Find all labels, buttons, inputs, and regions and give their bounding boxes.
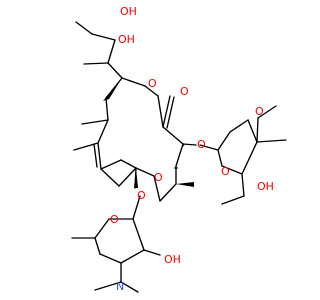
atom-label: O [137,189,146,202]
stereo-bonds [103,78,194,188]
atom-label: O [154,171,163,184]
sugar-ring-left [71,195,161,293]
molecule-canvas: OH OH O O O O O O O OH O OH N [71,5,287,293]
atom-label: O [148,77,157,90]
atom-label: O [110,213,119,226]
chemical-structure-diagram: OH OH O O O O O O O OH O OH N [71,5,287,293]
atom-label: N [116,280,124,293]
atom-label: OH [257,180,274,193]
atom-labels: OH OH O O O O O O O OH O OH N [110,5,274,293]
atom-label: OH [120,5,137,18]
sugar-ring-right [199,105,287,205]
atom-label: O [197,138,206,151]
atom-label: O [255,105,264,118]
atom-label: OH [118,33,135,46]
atom-label: O [180,85,189,98]
atom-label: OH [164,253,181,266]
atom-label: O [221,165,230,178]
